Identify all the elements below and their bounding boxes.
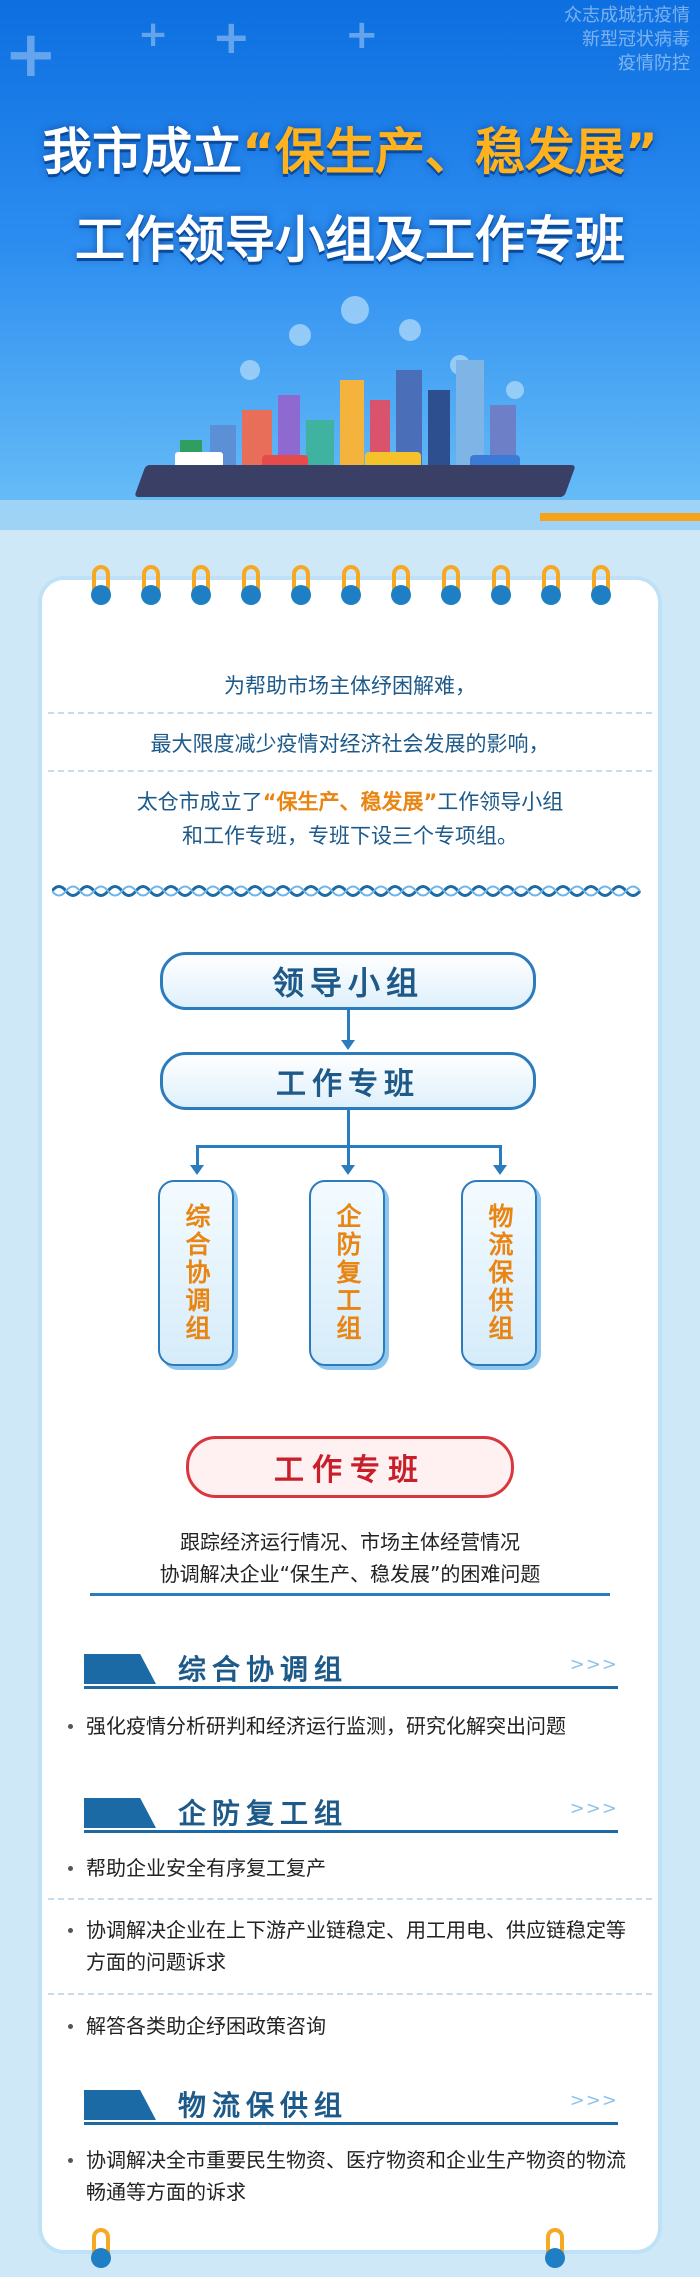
intro-line4: 和工作专班，专班下设三个专项组。	[182, 824, 518, 848]
task-force-desc-line2: 协调解决企业“保生产、稳发展”的困难问题	[159, 1562, 541, 1586]
arrow-down-icon	[341, 1165, 355, 1175]
road	[134, 465, 576, 497]
page-title-line2: 工作领导小组及工作专班	[75, 211, 625, 269]
binder-ring-icon	[90, 565, 112, 605]
dashed-divider	[48, 1993, 652, 1995]
chevron-right-icon: >>>	[569, 1654, 618, 1675]
list-item: 解答各类助企纾困政策咨询	[68, 2010, 630, 2042]
leading-group-box: 领导小组	[160, 952, 536, 1010]
list-item: 帮助企业安全有序复工复产	[68, 1852, 630, 1884]
group-box-logistics: 物流保供组	[461, 1180, 537, 1366]
city-illustration-icon	[175, 296, 524, 474]
binder-ring-icon	[90, 2228, 112, 2268]
binder-ring-icon	[140, 565, 162, 605]
chevron-right-icon: >>>	[569, 1798, 618, 1819]
plus-icon: +	[345, 12, 379, 58]
section-header-coordination: 综合协调组 >>>	[84, 1650, 618, 1690]
binder-ring-icon	[240, 565, 262, 605]
connector-line	[196, 1145, 199, 1165]
connector-line	[499, 1145, 502, 1165]
binder-ring-icon	[490, 565, 512, 605]
intro-line1: 为帮助市场主体纾困解难，	[224, 674, 476, 698]
task-force-box: 工作专班	[160, 1052, 536, 1110]
list-item: 协调解决全市重要民生物资、医疗物资和企业生产物资的物流畅通等方面的诉求	[68, 2144, 630, 2208]
watermark: 众志成城抗疫情 新型冠状病毒 疫情防控	[564, 5, 690, 74]
divider	[540, 513, 700, 521]
dashed-divider	[48, 770, 652, 772]
section-header-resumption: 企防复工组 >>>	[84, 1794, 618, 1834]
section-header-logistics: 物流保供组 >>>	[84, 2086, 618, 2126]
binder-ring-icon	[544, 2228, 566, 2268]
list-item: 强化疫情分析研判和经济运行监测，研究化解突出问题	[68, 1710, 630, 1742]
binder-ring-icon	[290, 565, 312, 605]
connector-line	[347, 1145, 350, 1165]
arrow-down-icon	[493, 1165, 507, 1175]
connector-line	[347, 1110, 350, 1146]
page-title-line1: 我市成立“保生产、稳发展”	[42, 123, 658, 181]
intro-line2: 最大限度减少疫情对经济社会发展的影响，	[150, 732, 550, 756]
notebook-card	[42, 580, 658, 2250]
binder-ring-icon	[390, 565, 412, 605]
dashed-divider	[48, 712, 652, 714]
list-item: 协调解决企业在上下游产业链稳定、用工用电、供应链稳定等方面的问题诉求	[68, 1914, 630, 1978]
chevron-right-icon: >>>	[569, 2090, 618, 2111]
wave-divider	[52, 885, 642, 897]
intro-line3: 太仓市成立了“保生产、稳发展”工作领导小组	[136, 790, 564, 814]
binder-ring-icon	[540, 565, 562, 605]
section-tab-icon	[84, 2090, 156, 2120]
arrow-down-icon	[341, 1040, 355, 1050]
section-tab-icon	[84, 1654, 156, 1684]
binder-ring-icon	[590, 565, 612, 605]
section-tab-icon	[84, 1798, 156, 1828]
dashed-divider	[48, 1898, 652, 1900]
group-box-resumption: 企防复工组	[309, 1180, 385, 1366]
binder-ring-icon	[440, 565, 462, 605]
arrow-down-icon	[190, 1165, 204, 1175]
binder-ring-icon	[190, 565, 212, 605]
group-box-coordination: 综合协调组	[158, 1180, 234, 1366]
plus-icon: +	[212, 10, 251, 64]
task-force-desc-line1: 跟踪经济运行情况、市场主体经营情况	[180, 1530, 520, 1554]
divider	[90, 1593, 610, 1596]
plus-icon: +	[138, 14, 169, 55]
task-force-label: 工作专班	[186, 1436, 514, 1498]
header-banner: + + + + 众志成城抗疫情 新型冠状病毒 疫情防控 我市成立“保生产、稳发展…	[0, 0, 700, 530]
connector-line	[347, 1010, 350, 1040]
binder-ring-icon	[340, 565, 362, 605]
plus-icon: +	[4, 18, 58, 92]
